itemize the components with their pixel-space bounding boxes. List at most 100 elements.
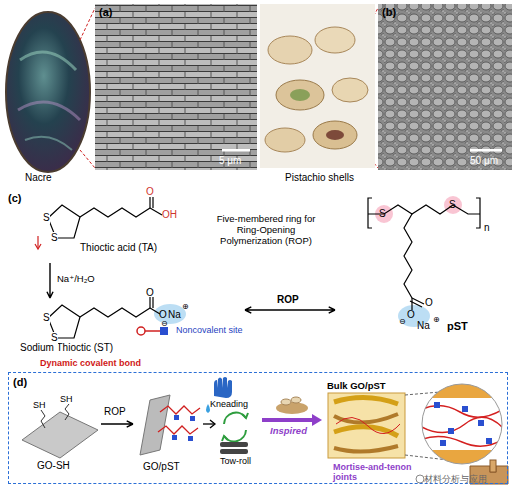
node-label: Thioctic acid (TA) bbox=[80, 242, 157, 254]
pistachio-photo bbox=[290, 89, 310, 101]
process-icons bbox=[220, 442, 248, 447]
annotation-label: Five-membered ring for Ring-Opening Poly… bbox=[207, 214, 325, 247]
nacre-shell-photo bbox=[20, 52, 76, 70]
annotation-label: n bbox=[484, 222, 490, 234]
pistachio-photo bbox=[313, 121, 357, 149]
zoom-inset bbox=[448, 428, 454, 434]
process-icons bbox=[222, 436, 228, 441]
annotation-label: S bbox=[51, 332, 58, 344]
node-label: Sodium Thioctic (ST) bbox=[20, 342, 113, 354]
pst-structure bbox=[476, 198, 480, 228]
zoom-inset bbox=[462, 406, 468, 412]
leader-line bbox=[80, 8, 95, 40]
ta-structure bbox=[150, 208, 162, 215]
annotation-label: Dynamic covalent bond bbox=[40, 358, 141, 368]
bulk-material bbox=[328, 393, 405, 458]
process-icons bbox=[206, 404, 210, 413]
bulk-material bbox=[334, 446, 398, 452]
st-structure bbox=[149, 297, 150, 308]
annotation-label: O bbox=[159, 309, 167, 321]
annotation-label: Nacre bbox=[25, 172, 52, 184]
st-structure bbox=[150, 308, 160, 314]
edge-label: Na⁺/H₂O bbox=[57, 274, 95, 285]
process-icons bbox=[203, 377, 322, 454]
connector-arrow bbox=[47, 263, 53, 298]
go-sh-sheet bbox=[65, 404, 69, 420]
ta-structure bbox=[152, 197, 153, 208]
zoom-inset bbox=[440, 440, 446, 446]
pistachio-photo bbox=[260, 4, 375, 168]
pistachio-photo bbox=[332, 78, 368, 102]
watermark-icon bbox=[416, 475, 424, 483]
annotation-label: Kneading bbox=[210, 399, 248, 409]
zoom-inset bbox=[422, 384, 502, 464]
st-structure bbox=[80, 308, 150, 317]
zoom-inset bbox=[405, 384, 510, 464]
diagram-node: Bulk GO/pST bbox=[323, 381, 411, 466]
zoom-inset bbox=[420, 436, 505, 446]
annotation-label: Mortise-and-tenon joints bbox=[333, 462, 413, 483]
sem-image-nacre bbox=[95, 4, 257, 170]
annotation-label: Na bbox=[417, 320, 430, 332]
process-icons bbox=[203, 423, 214, 424]
ta-structure bbox=[35, 197, 162, 249]
ta-structure bbox=[35, 244, 41, 249]
ta-structure bbox=[149, 197, 150, 208]
annotation-label: (c) bbox=[8, 192, 21, 205]
annotation-label: ⊖ bbox=[161, 319, 168, 328]
noncovalent-symbol bbox=[145, 330, 160, 332]
sem-image-nacre bbox=[222, 149, 250, 152]
go-pst-sheet bbox=[140, 395, 170, 455]
diagram-node: Thioctic acid (TA) bbox=[30, 195, 200, 263]
node-label: (d) bbox=[13, 376, 27, 389]
pst-structure bbox=[411, 298, 412, 310]
go-pst-sheet bbox=[174, 415, 179, 420]
bulk-material bbox=[334, 427, 398, 436]
process-icons bbox=[312, 414, 322, 426]
zoom-inset bbox=[434, 402, 440, 408]
annotation-label: OH bbox=[162, 209, 177, 221]
pistachio-photo bbox=[276, 80, 324, 110]
connector-arrow bbox=[101, 421, 133, 427]
pst-structure bbox=[404, 214, 412, 298]
go-pst-sheet bbox=[140, 395, 200, 455]
pistachio-photo bbox=[315, 27, 355, 53]
annotation-label: S bbox=[379, 208, 386, 220]
annotation-label: O bbox=[146, 186, 154, 198]
diagram-node: (d) GO-SH GO/pST Bulk GO/pST bbox=[8, 372, 508, 484]
annotation-label: Tow-roll bbox=[220, 456, 251, 466]
edge-label: ROP bbox=[277, 294, 299, 306]
annotation-label: SH bbox=[60, 394, 73, 404]
st-structure bbox=[154, 304, 186, 324]
process-icons bbox=[214, 377, 232, 398]
go-pst-sheet bbox=[188, 436, 193, 441]
annotation-label: SH bbox=[33, 400, 46, 410]
pst-structure bbox=[368, 196, 480, 327]
st-structure bbox=[152, 297, 153, 308]
go-pst-sheet bbox=[190, 416, 195, 421]
annotation-label: O bbox=[425, 297, 433, 309]
bulk-material bbox=[334, 397, 398, 404]
annotation-label: ⊕ bbox=[182, 302, 189, 311]
nacre-shell-photo bbox=[25, 137, 72, 150]
go-sh-sheet bbox=[41, 410, 45, 428]
go-pst-sheet bbox=[158, 426, 198, 434]
process-icons bbox=[291, 397, 301, 403]
bulk-material bbox=[336, 417, 400, 433]
node-label: (a) bbox=[99, 6, 112, 19]
noncovalent-symbol bbox=[137, 327, 145, 335]
pistachio-photo bbox=[268, 36, 312, 64]
diagram-node: GO/pST bbox=[133, 393, 203, 475]
node-label: GO-SH bbox=[37, 460, 70, 472]
noncovalent-symbol bbox=[160, 327, 168, 335]
nacre-shell-photo bbox=[6, 12, 90, 172]
go-pst-sheet bbox=[160, 406, 200, 414]
annotation-label: S bbox=[449, 199, 456, 211]
go-sh-sheet bbox=[22, 412, 98, 458]
go-sh-sheet bbox=[22, 404, 98, 458]
zoom-inset bbox=[486, 438, 492, 444]
pst-structure bbox=[368, 198, 372, 228]
zoom-inset bbox=[420, 384, 510, 464]
node-label: (b) bbox=[382, 6, 396, 19]
